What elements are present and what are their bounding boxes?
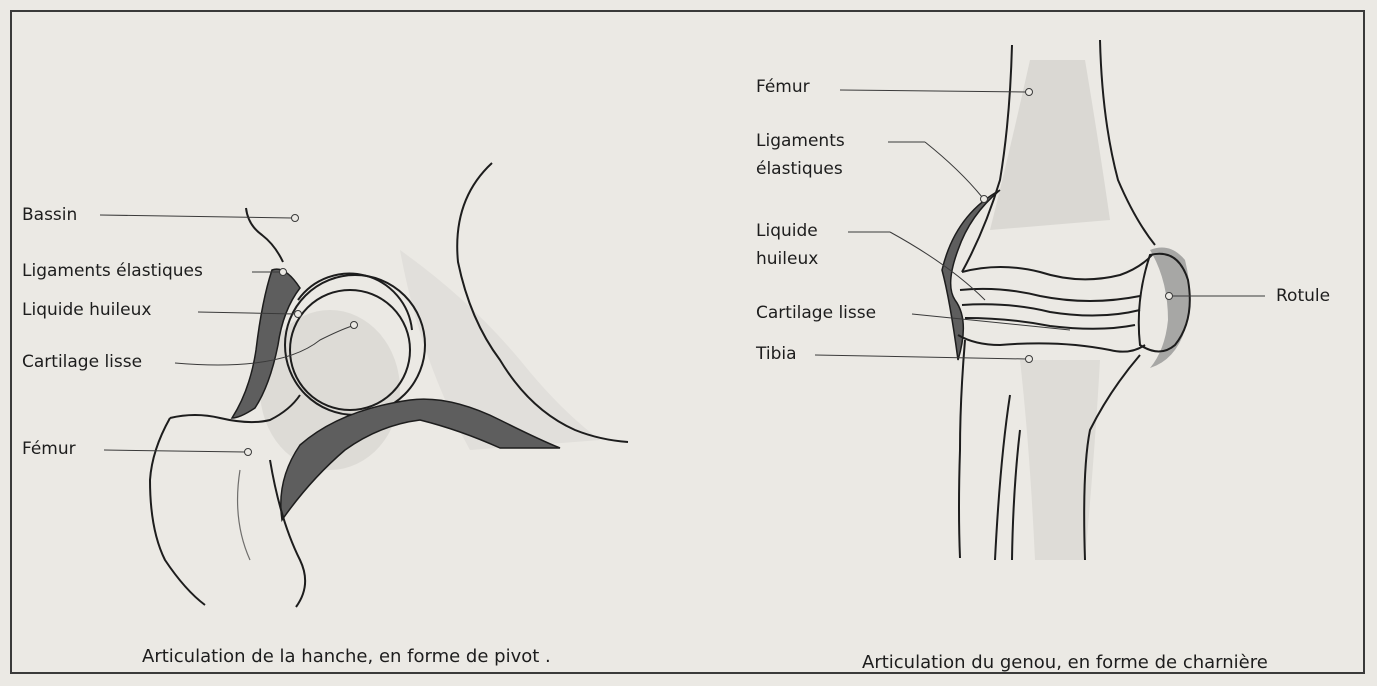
hip-joint-drawing [150, 163, 628, 607]
label-liquide-knee-line1: Liquide [756, 220, 818, 242]
caption-knee: Articulation du genou, en forme de charn… [862, 652, 1268, 673]
knee-fibula-outline [995, 395, 1020, 560]
label-cartilage-lisse-hip: Cartilage lisse [22, 351, 142, 373]
label-femur-knee: Fémur [756, 76, 810, 98]
label-ligaments-elastiques-hip: Ligaments élastiques [22, 260, 203, 282]
label-ligaments-knee-line2: élastiques [756, 158, 843, 180]
knee-capsule-shading [942, 190, 1000, 360]
caption-hip: Articulation de la hanche, en forme de p… [142, 646, 551, 667]
label-tibia: Tibia [756, 343, 797, 365]
label-liquide-knee-line2: huileux [756, 248, 818, 270]
label-rotule: Rotule [1276, 285, 1330, 307]
label-ligaments-knee-line1: Ligaments [756, 130, 845, 152]
label-femur-hip: Fémur [22, 438, 76, 460]
knee-joint-drawing [942, 40, 1190, 560]
label-liquide-huileux-hip: Liquide huileux [22, 299, 151, 321]
knee-cartilage-lines [960, 289, 1140, 329]
label-cartilage-lisse-knee: Cartilage lisse [756, 302, 876, 324]
pelvis-left-edge [246, 208, 283, 262]
label-bassin: Bassin [22, 204, 77, 226]
